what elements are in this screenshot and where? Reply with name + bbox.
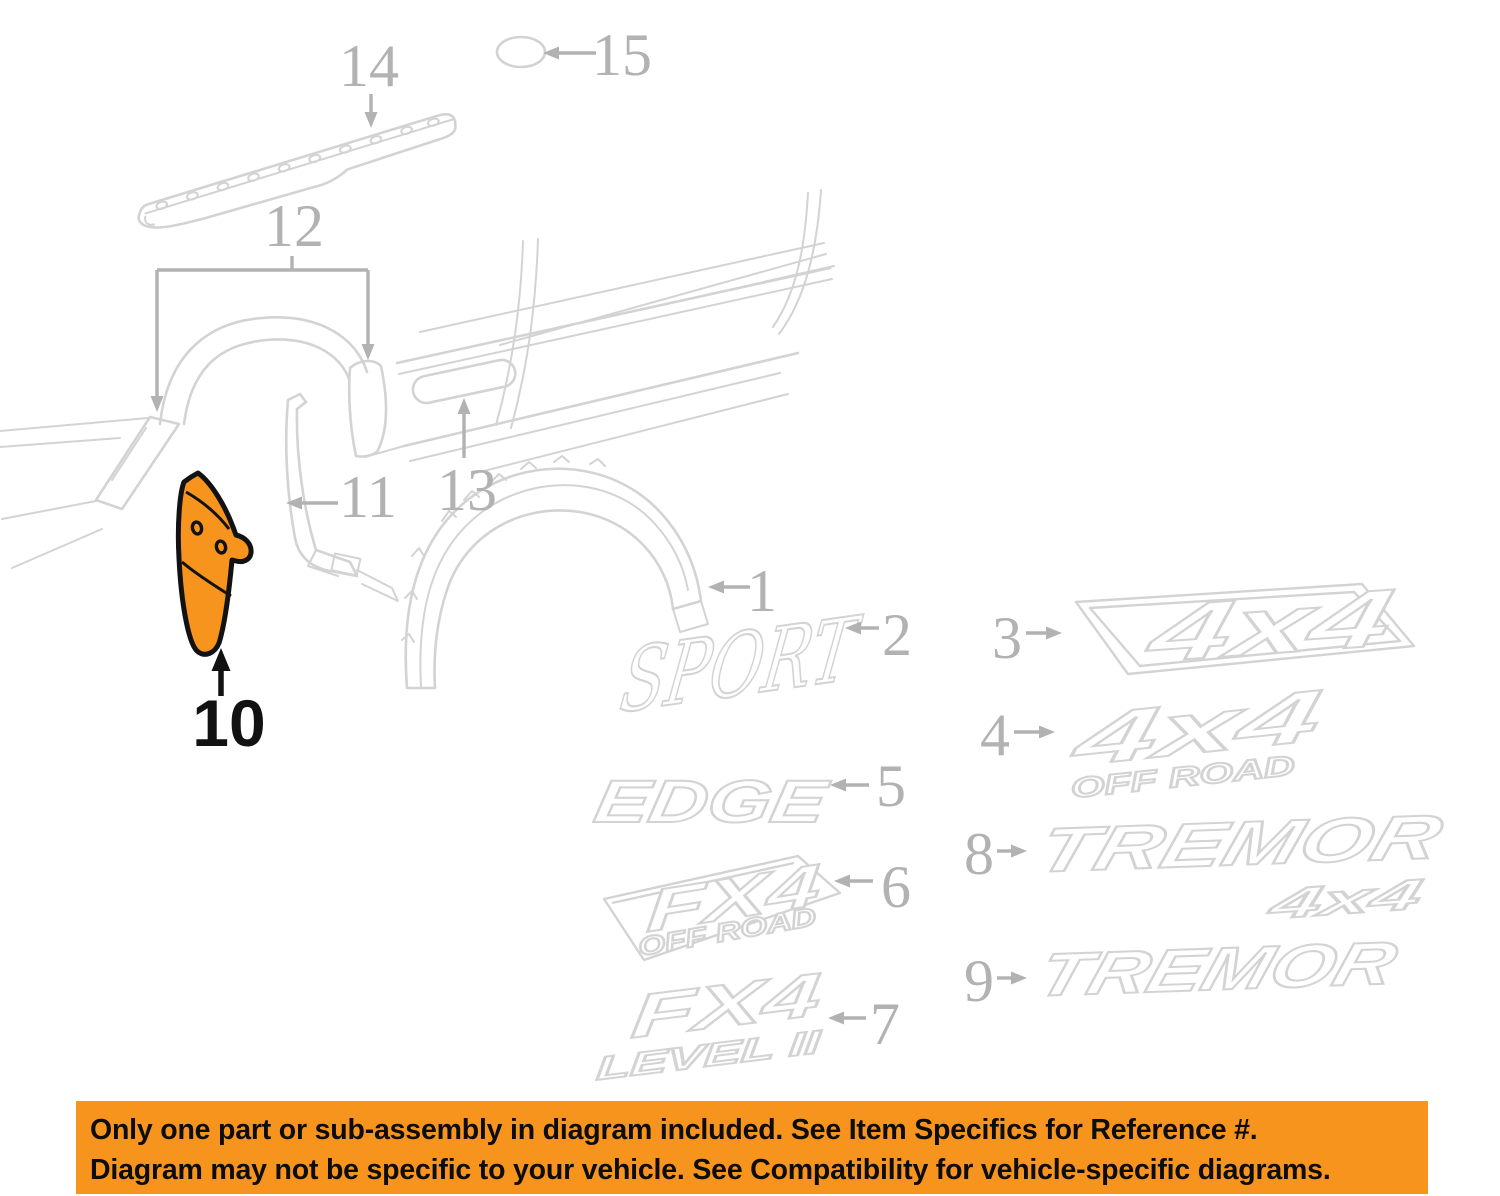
callout-13-label: 13 (437, 457, 497, 523)
emblem-fx4-off-road: FX4 OFF ROAD (602, 851, 842, 963)
callout-3-label: 3 (992, 605, 1022, 671)
emblem-edge: EDGE (590, 767, 834, 834)
truck-body-art (0, 189, 835, 569)
callout-14-label: 14 (339, 33, 399, 99)
callout-2-label: 2 (882, 602, 912, 668)
support-bracket-part (284, 392, 399, 602)
callout-12-label: 12 (264, 193, 324, 259)
emblem-sport: SPORT (615, 597, 866, 733)
callout-7-label: 7 (870, 991, 900, 1057)
callout-9-label: 9 (964, 948, 994, 1014)
wheel-arch-molding-part (401, 455, 709, 690)
emblem-tremor: TREMOR (1030, 929, 1405, 1009)
callout-4-label: 4 (980, 702, 1010, 768)
callout-5-label: 5 (876, 753, 906, 819)
callout-12-bracket (155, 256, 370, 396)
emblem-4x4-off-road: 4x4 OFF ROAD (1064, 672, 1328, 805)
disclaimer-line-1: Only one part or sub-assembly in diagram… (90, 1114, 1258, 1146)
grommet-oval (495, 35, 547, 69)
callout-8-label: 8 (964, 821, 994, 887)
svg-text:4x4: 4x4 (1263, 871, 1427, 929)
emblem-4x4: 4x4 (1074, 571, 1416, 681)
callout-6-label: 6 (881, 854, 911, 920)
disclaimer-banner: Only one part or sub-assembly in diagram… (76, 1101, 1428, 1194)
callout-11-label: 11 (339, 464, 397, 530)
splash-shield-highlighted-part (175, 470, 254, 657)
callouts: 14 15 12 13 11 1 2 3 4 5 (150, 22, 1062, 1057)
bed-rail-part (137, 113, 457, 229)
callout-1-label: 1 (747, 558, 777, 624)
emblem-fx4-level-ii: FX4 LEVEL II (595, 958, 825, 1088)
emblem-tremor-4x4: TREMOR 4x4 (1029, 801, 1451, 930)
svg-text:4x4: 4x4 (1139, 572, 1401, 680)
svg-text:TREMOR: TREMOR (1030, 802, 1450, 886)
callout-10-label: 10 (192, 686, 265, 760)
callout-15-label: 15 (592, 22, 652, 88)
disclaimer-line-2: Diagram may not be specific to your vehi… (90, 1154, 1331, 1186)
